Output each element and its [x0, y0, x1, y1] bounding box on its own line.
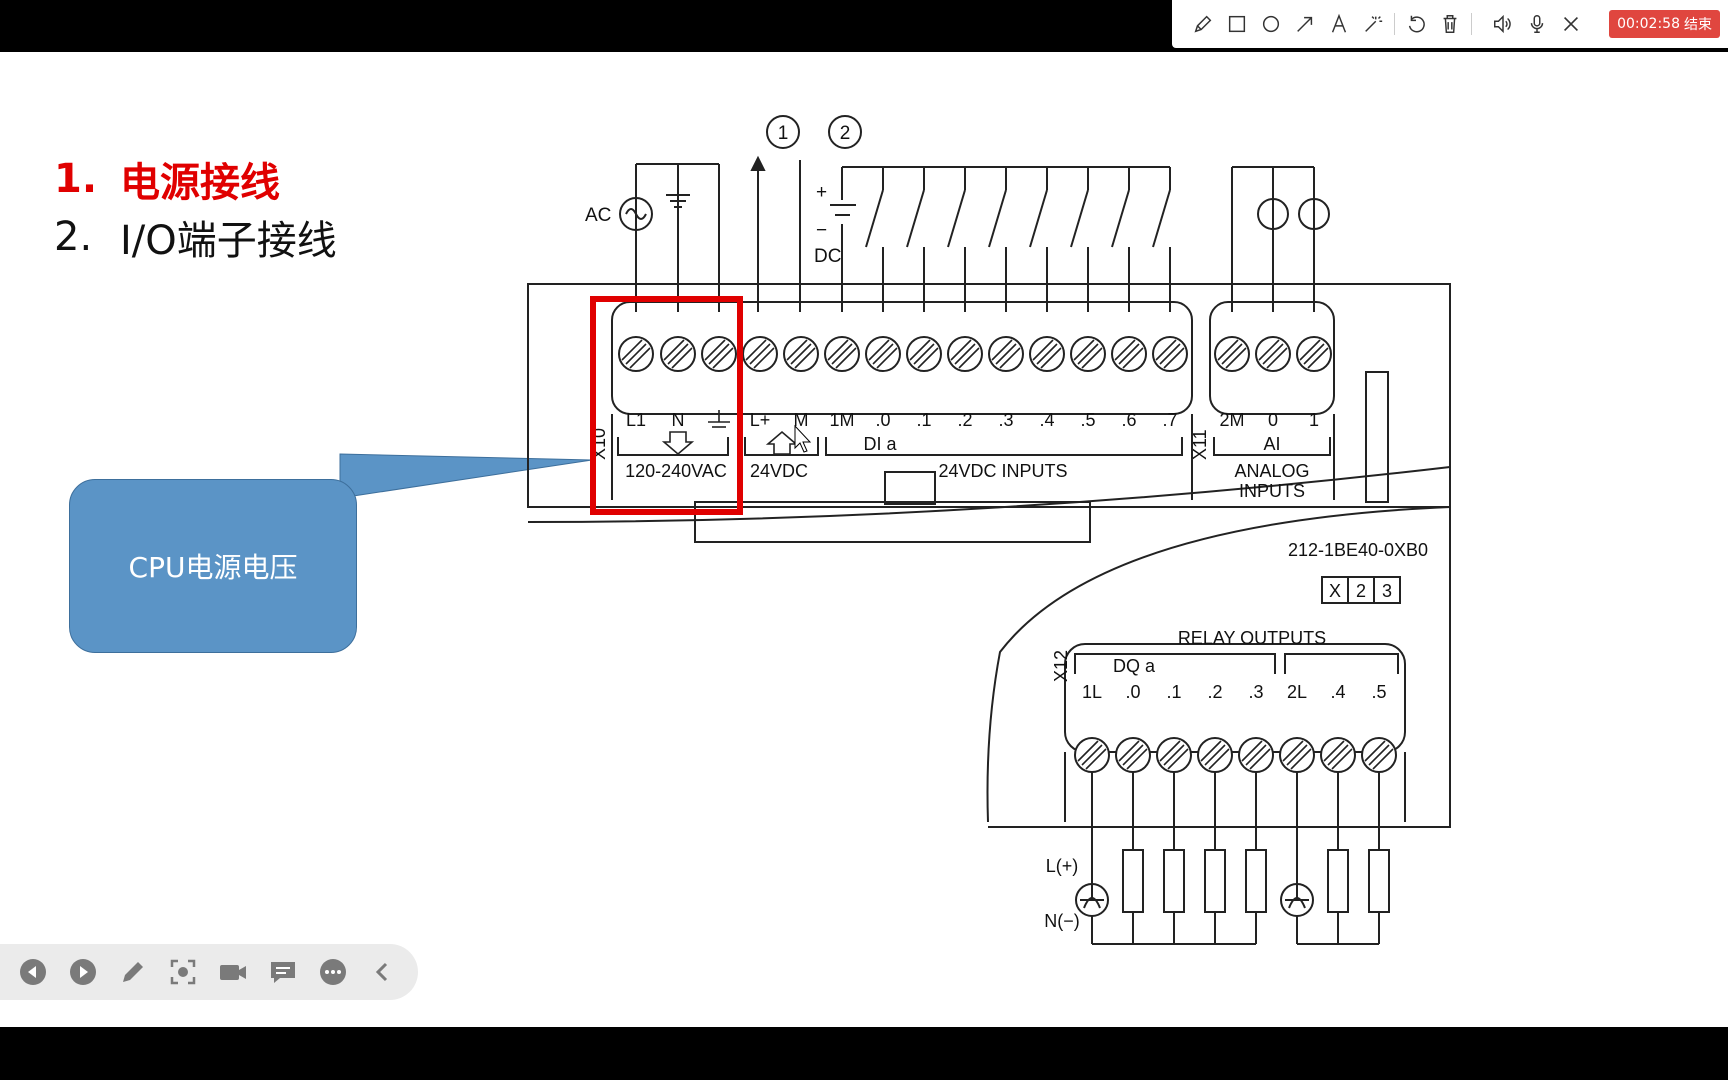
arrow-icon[interactable] [1288, 7, 1322, 41]
pen-icon[interactable] [108, 947, 158, 997]
callout-text: CPU电源电压 [128, 551, 298, 584]
ac-range-label: 120-240VAC [625, 461, 727, 481]
collapse-icon[interactable] [358, 947, 408, 997]
dqa-label: DQ a [1113, 656, 1156, 676]
plus-label: + [816, 182, 827, 203]
terminal-label: N [672, 410, 685, 430]
mouse-cursor-icon [794, 424, 812, 453]
plc-wiring-diagram: 1 2 AC + − DC L1 N L+ M 1M .0 .1 .2 .3 .… [527, 115, 1451, 945]
annotation-toolbar: 00:02:58 结束 [1172, 0, 1728, 48]
ai-label: AI [1263, 434, 1280, 454]
terminal-label: M [794, 410, 809, 430]
outline-text: I/O端子接线 [120, 218, 337, 264]
terminal-label: 2M [1219, 410, 1244, 430]
terminal-label: .7 [1162, 410, 1177, 430]
terminal-label: .5 [1080, 410, 1095, 430]
outline-item-io-wiring: 2. I/O端子接线 [54, 208, 337, 266]
analog-inputs-label: INPUTS [1239, 481, 1305, 501]
terminal-label: .3 [1248, 682, 1263, 702]
x12-label: X12 [1051, 650, 1071, 682]
slide-nav-bar [0, 944, 418, 1000]
terminal-label: .1 [1166, 682, 1181, 702]
n-minus-label: N(−) [1044, 911, 1080, 931]
close-icon[interactable] [1554, 7, 1588, 41]
x11-label: X11 [1190, 429, 1210, 460]
dc-label: DC [814, 246, 841, 267]
ground-symbol [708, 410, 730, 428]
input-arrow-icon [661, 431, 695, 456]
model-box-label: X [1329, 581, 1341, 601]
dc24-label: 24VDC [750, 461, 808, 481]
next-slide-icon[interactable] [58, 947, 108, 997]
outline-text: 电源接线 [120, 160, 280, 206]
terminal-label: .4 [1330, 682, 1345, 702]
screenshot-icon[interactable] [158, 947, 208, 997]
outline-list: 1. 电源接线 2. I/O端子接线 [54, 150, 337, 266]
comment-icon[interactable] [258, 947, 308, 997]
terminal-label: .0 [1125, 682, 1140, 702]
outline-item-power-wiring: 1. 电源接线 [54, 150, 337, 208]
model-box-label: 2 [1356, 581, 1366, 601]
recording-timer-end-button[interactable]: 00:02:58 结束 [1609, 10, 1720, 38]
undo-icon[interactable] [1399, 7, 1433, 41]
speaker-icon[interactable] [1486, 7, 1520, 41]
bottom-black-bar [0, 1027, 1728, 1080]
terminal-label: 2L [1287, 682, 1307, 702]
terminal-label: L1 [626, 410, 646, 430]
model-box-label: 3 [1382, 581, 1392, 601]
output-arrow-icon [765, 430, 799, 455]
toolbar-separator [1394, 13, 1395, 35]
terminal-label: .4 [1039, 410, 1054, 430]
rectangle-icon[interactable] [1220, 7, 1254, 41]
slide-canvas: 1. 电源接线 2. I/O端子接线 CPU电源电压 [0, 52, 1728, 1027]
minus-label: − [816, 220, 827, 241]
terminal-label: 0 [1268, 410, 1278, 430]
magic-wand-icon[interactable] [1356, 7, 1390, 41]
timer-text: 00:02:58 [1617, 16, 1680, 32]
ac-label: AC [585, 205, 611, 226]
terminal-label: 1M [829, 410, 854, 430]
circle-icon[interactable] [1254, 7, 1288, 41]
terminal-label: 1 [1309, 410, 1319, 430]
terminal-label: .5 [1371, 682, 1386, 702]
outline-number: 1. [54, 156, 98, 202]
text-icon[interactable] [1322, 7, 1356, 41]
relay-outputs-label: RELAY OUTPUTS [1178, 628, 1326, 648]
microphone-icon[interactable] [1520, 7, 1554, 41]
outline-number: 2. [54, 214, 93, 260]
analog-label: ANALOG [1234, 461, 1309, 481]
terminal-label: L+ [750, 410, 771, 430]
toolbar-separator [1471, 13, 1472, 35]
terminal-label: .0 [875, 410, 890, 430]
prev-slide-icon[interactable] [8, 947, 58, 997]
terminal-label: 1L [1082, 682, 1102, 702]
callout-bubble: CPU电源电压 [69, 479, 357, 653]
trash-icon[interactable] [1433, 7, 1467, 41]
model-label: 212-1BE40-0XB0 [1288, 540, 1428, 560]
dia-label: DI a [863, 434, 897, 454]
camera-icon[interactable] [208, 947, 258, 997]
terminal-label: .3 [998, 410, 1013, 430]
terminal-label: .2 [1207, 682, 1222, 702]
pen-icon[interactable] [1186, 7, 1220, 41]
terminal-label: .1 [916, 410, 931, 430]
highlight-box [590, 296, 743, 515]
end-label: 结束 [1684, 17, 1712, 33]
l-plus-label: L(+) [1046, 856, 1079, 876]
circle-label-2: 2 [840, 123, 851, 144]
terminal-label: .6 [1121, 410, 1136, 430]
more-icon[interactable] [308, 947, 358, 997]
terminal-label: .2 [957, 410, 972, 430]
circle-label-1: 1 [778, 123, 789, 144]
dc-inputs-label: 24VDC INPUTS [938, 461, 1067, 481]
